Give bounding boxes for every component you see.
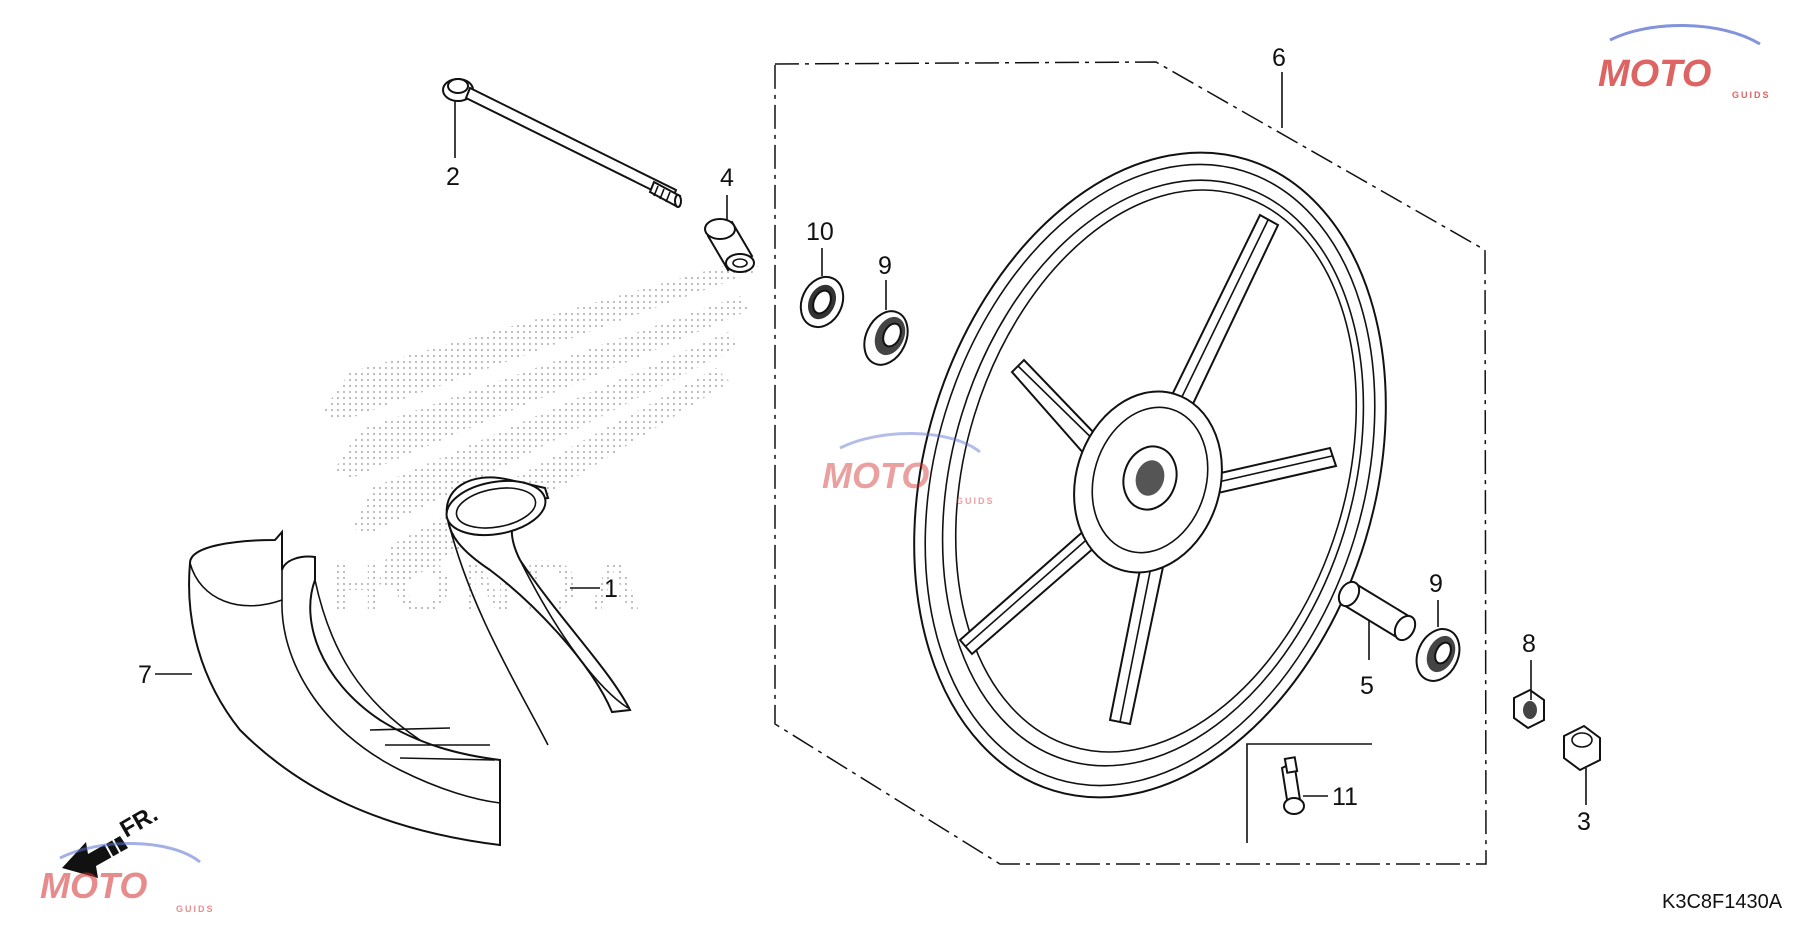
- cap-nut: [1563, 724, 1601, 772]
- moto-guids-logo-top-right: MOTO GUIDS: [1598, 23, 1771, 100]
- callout-9-right: 9: [1429, 570, 1443, 598]
- bearing-left: [863, 310, 909, 366]
- callout-labels: 2 4 10 9 6 1 7 5 9 8 3 11: [138, 44, 1591, 836]
- bearing-right: [1415, 628, 1461, 682]
- tire: [188, 529, 501, 847]
- valve-stem-box: [1246, 743, 1372, 843]
- callout-7: 7: [138, 661, 152, 689]
- svg-text:GUIDS: GUIDS: [1732, 90, 1771, 100]
- callout-4: 4: [720, 164, 734, 192]
- distance-collar: [1337, 580, 1417, 642]
- wheel-hub: [1073, 390, 1223, 574]
- inner-tube: [445, 476, 632, 746]
- callout-3: 3: [1577, 808, 1591, 836]
- diagram-code: K3C8F1430A: [1662, 891, 1783, 913]
- moto-guids-logo-center: MOTO GUIDS: [822, 431, 995, 506]
- leader-lines: [155, 72, 1587, 805]
- callout-6: 6: [1272, 44, 1286, 72]
- dust-seal: [799, 275, 845, 329]
- svg-text:MOTO: MOTO: [822, 455, 929, 496]
- honda-wing-watermark: HONDA: [322, 258, 760, 628]
- callout-8: 8: [1522, 630, 1536, 658]
- svg-text:MOTO: MOTO: [40, 865, 147, 906]
- axle-nut: [1513, 688, 1545, 730]
- callout-2: 2: [446, 163, 460, 191]
- callout-1: 1: [604, 575, 618, 603]
- axle-bolt: [442, 78, 682, 208]
- callout-10: 10: [806, 218, 834, 246]
- collar-left: [704, 218, 755, 273]
- direction-label: FR.: [116, 800, 163, 843]
- svg-text:GUIDS: GUIDS: [176, 904, 215, 914]
- callout-9-left: 9: [878, 252, 892, 280]
- callout-5: 5: [1360, 672, 1374, 700]
- svg-text:GUIDS: GUIDS: [956, 496, 995, 506]
- callout-11: 11: [1332, 783, 1358, 811]
- svg-text:MOTO: MOTO: [1598, 53, 1711, 95]
- assembly-outline: [774, 61, 1487, 865]
- moto-guids-logo-bottom-left: MOTO GUIDS: [40, 841, 215, 914]
- front-wheel: [913, 151, 1387, 799]
